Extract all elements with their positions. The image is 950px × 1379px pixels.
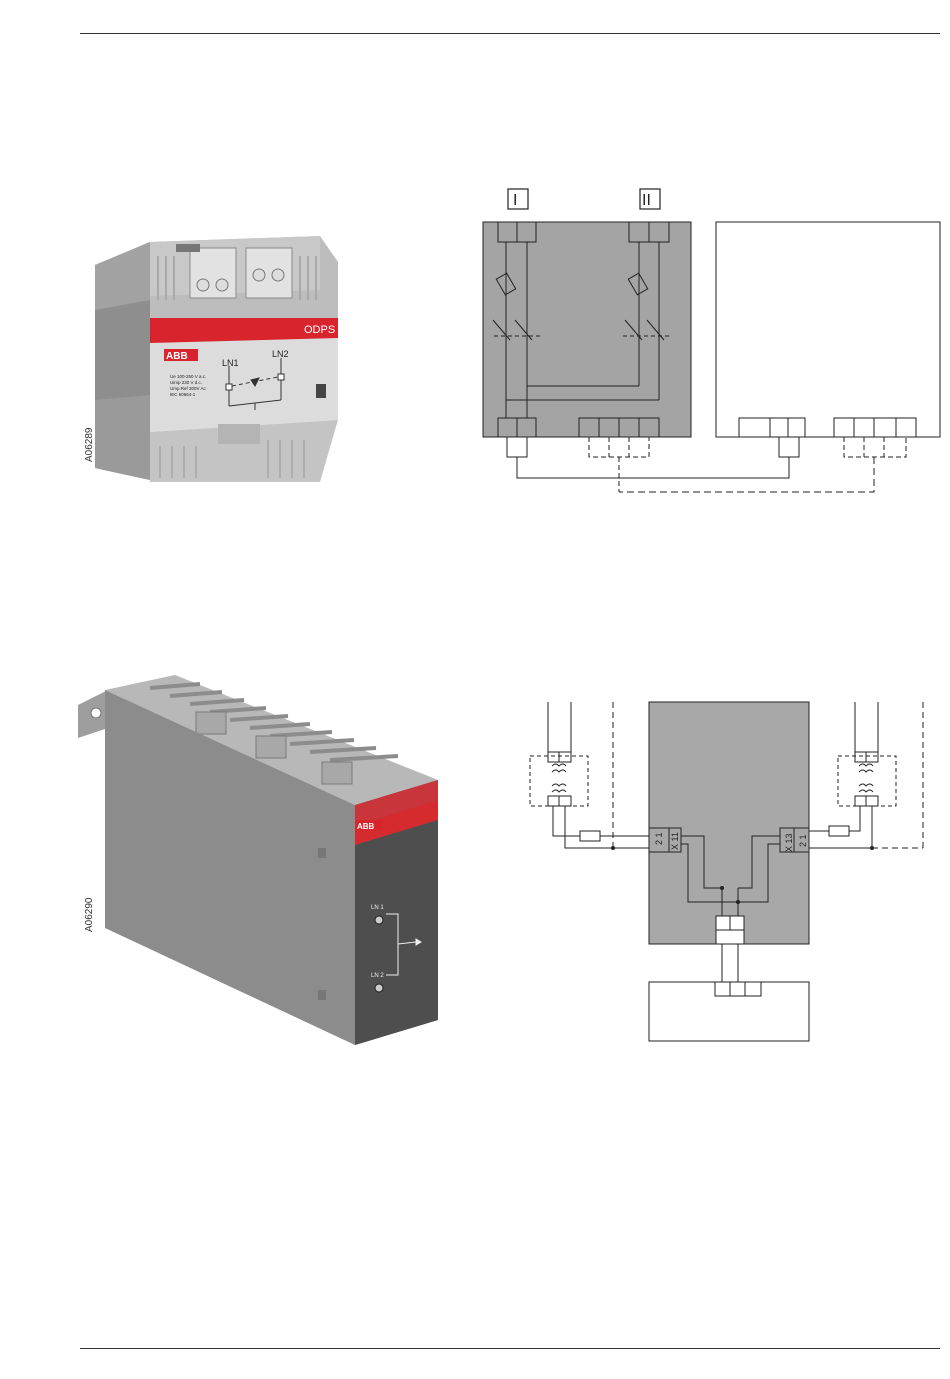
abb-logo: ABB — [164, 349, 198, 362]
svg-text:ABB: ABB — [166, 351, 188, 362]
figure-id-a06289: A06289 — [84, 427, 95, 462]
wiring-diagram-1: I II — [483, 189, 940, 492]
left-terminal-label: X 11 — [670, 832, 680, 850]
svg-text:Ump.Ref 300V Ac: Ump.Ref 300V Ac — [170, 386, 207, 391]
left-feed — [530, 702, 649, 848]
right-pins-label: 2 1 — [798, 834, 808, 847]
right-terminal-label: X 13 — [784, 833, 794, 852]
device-odps-body — [483, 222, 691, 437]
abb-logo-front: ABB — [356, 820, 382, 831]
svg-text:Ue 100-250 V a.c.: Ue 100-250 V a.c. — [170, 374, 206, 379]
figure-id-a06290: A06290 — [84, 897, 95, 932]
central-device-body — [649, 702, 809, 944]
source-i-box — [508, 189, 528, 209]
left-pins-label: 2 1 — [654, 832, 664, 845]
device-controller-body — [716, 222, 940, 437]
svg-text:Uimp 230 V d.c.: Uimp 230 V d.c. — [170, 380, 202, 385]
wiring-diagram-2: 2 1 X 11 X 13 2 1 — [530, 702, 923, 1041]
right-feed — [809, 702, 923, 848]
terminal-label-ln2-front: LN 2 — [371, 973, 384, 979]
model-label: ODPS — [304, 324, 335, 336]
terminal-label-ln1: LN1 — [222, 358, 239, 368]
terminal-label-ln2: LN2 — [272, 349, 289, 359]
terminal-label-ln1-front: LN 1 — [371, 905, 384, 911]
source-label-ii: II — [642, 192, 651, 209]
source-label-i: I — [513, 192, 517, 209]
svg-text:ABB: ABB — [357, 822, 375, 831]
slim-module-illustration: ABB LN 1 LN 2 A06290 — [78, 675, 438, 1045]
svg-text:IEC 60664-1: IEC 60664-1 — [170, 392, 196, 397]
odps-module-illustration: ODPS ABB Ue 100-250 V a.c. Uimp 230 V d.… — [84, 236, 338, 482]
